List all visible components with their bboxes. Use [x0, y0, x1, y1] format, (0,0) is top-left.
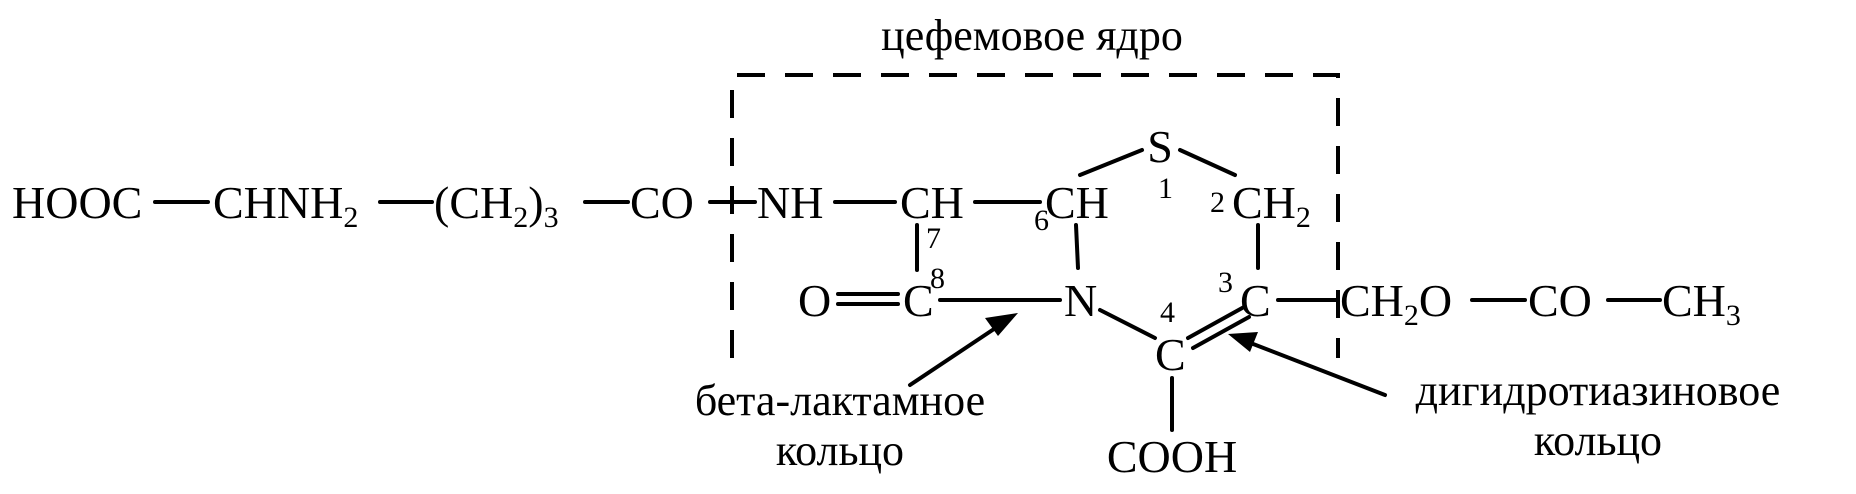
ring-number-3: 3 [1218, 266, 1233, 299]
c6-atom: CH [1045, 177, 1109, 228]
beta-lactam-arrow-shaft [908, 323, 1002, 387]
c2-atom: CH2 [1232, 177, 1311, 234]
dihydrothiazine-annotation: дигидротиазиновое кольцо [1228, 332, 1780, 465]
bond-s-c2 [1178, 148, 1237, 177]
c4-atom: C [1155, 329, 1186, 380]
cooh-group: COOH [1107, 431, 1237, 482]
dihydrothiazine-arrow-shaft [1246, 340, 1387, 397]
ch2-3-group: (CH2)3 [434, 177, 559, 234]
ch3-group: CH3 [1662, 275, 1741, 332]
co-group: CO [630, 177, 694, 228]
ring-position-numbers: 1 2 3 4 6 7 8 [926, 172, 1233, 329]
beta-lactam-caption-line1: бета-лактамное [695, 376, 985, 425]
dihydrothiazine-caption-line1: дигидротиазиновое [1416, 366, 1781, 415]
acetyl-co-group: CO [1528, 275, 1592, 326]
ring-number-1: 1 [1158, 172, 1173, 205]
ring-number-4: 4 [1160, 296, 1175, 329]
hooc-group: HOOC [12, 177, 142, 228]
beta-lactam-caption-line2: кольцо [776, 426, 904, 475]
bond-c4-c3-double-a [1186, 305, 1246, 340]
ring-number-8: 8 [930, 262, 945, 295]
bond-c6-s [1078, 148, 1144, 177]
left-side-chain: HOOC CHNH2 (CH2)3 CO [12, 177, 757, 234]
nh-group: NH [757, 177, 823, 228]
nitrogen-atom: N [1064, 275, 1097, 326]
c8-atom: C [903, 275, 934, 326]
chnh2-group: CHNH2 [213, 177, 358, 234]
bond-c6-n [1074, 223, 1080, 270]
beta-lactam-arrowhead [985, 313, 1018, 336]
c3-atom: C [1240, 275, 1271, 326]
cephem-core: NH CH CH S CH2 O C N C C COOH [757, 121, 1311, 482]
cephem-core-caption: цефемовое ядро [881, 11, 1183, 60]
dihydrothiazine-caption-line2: кольцо [1534, 416, 1662, 465]
dihydrothiazine-arrowhead [1228, 332, 1258, 352]
ch2o-group: CH2O [1340, 275, 1452, 332]
bond-n-c4 [1098, 308, 1157, 340]
c7-atom: CH [900, 177, 964, 228]
beta-lactam-annotation: бета-лактамное кольцо [695, 313, 1018, 475]
ring-number-7: 7 [926, 222, 941, 255]
cephem-core-box [730, 73, 1340, 358]
right-side-chain: CH2O CO CH3 [1276, 275, 1741, 332]
bond-c4-c3-double-b [1191, 315, 1251, 350]
oxygen-atom: O [798, 275, 831, 326]
sulfur-atom: S [1147, 121, 1173, 172]
ring-number-2: 2 [1210, 186, 1225, 219]
ring-number-6: 6 [1034, 204, 1049, 237]
